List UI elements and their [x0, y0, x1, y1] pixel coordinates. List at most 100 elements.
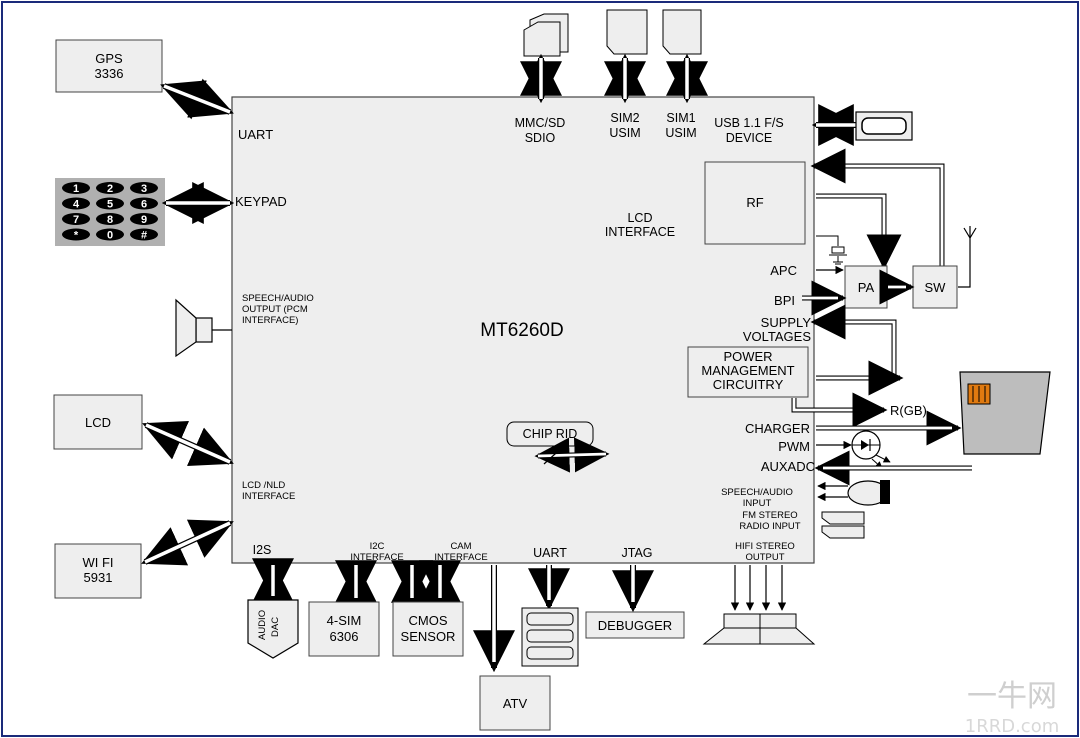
crystal-icon: [816, 235, 847, 265]
lcd-if-label-2: INTERFACE: [242, 491, 295, 502]
sim4-label-1: 4-SIM: [327, 613, 362, 628]
pmu-block: POWER MANAGEMENT CIRCUITRY: [687, 346, 809, 398]
sim2-label-1: SIM2: [610, 111, 639, 125]
cmos-arrows: [391, 560, 461, 603]
wifi-arrow: [141, 519, 234, 566]
sim1-label-1: SIM1: [666, 111, 695, 125]
atv-label: ATV: [503, 696, 528, 711]
keypad-key-label: 4: [73, 199, 80, 211]
supply-label-2: VOLTAGES: [743, 329, 811, 344]
speech-out-label-3: INTERFACE): [242, 315, 298, 326]
keypad-key-label: *: [74, 230, 79, 242]
i2s-label: I2S: [253, 543, 272, 557]
chip-rid-label: CHIP RID: [523, 427, 578, 441]
keypad-key: [130, 182, 158, 194]
pmu-label-3: CIRCUITRY: [713, 377, 784, 392]
keypad-key-label: 3: [141, 183, 147, 195]
keypad-key: [130, 213, 158, 225]
supply-loop: [810, 304, 904, 396]
sd-card-icon: [523, 13, 569, 57]
fm-connector-icon: [821, 511, 865, 539]
rf-block: RF: [704, 161, 806, 245]
pmu-label-2: MANAGEMENT: [701, 363, 794, 378]
speech-in-arrows: [817, 481, 848, 502]
pmu-label-1: POWER: [723, 349, 772, 364]
watermark-logo: 一牛网: [967, 679, 1057, 714]
keypad-label: KEYPAD: [235, 194, 287, 209]
keypad-key-label: #: [141, 230, 147, 242]
debugger-label: DEBUGGER: [598, 618, 672, 633]
keypad-key: [62, 228, 90, 241]
gps-label: GPS: [95, 51, 123, 66]
lcd-interface-label-2: INTERFACE: [605, 225, 675, 239]
keypad-key: [96, 213, 124, 225]
apc-label: APC: [770, 263, 797, 278]
speech-in-label-2: INPUT: [743, 498, 772, 509]
mmc-label-1: MMC/SD: [515, 116, 566, 130]
sw-block: SW: [912, 265, 958, 309]
pa-block: PA: [844, 265, 888, 309]
fm-label-2: RADIO INPUT: [739, 521, 800, 532]
supply-label-1: SUPPLY: [761, 315, 812, 330]
usb-label-2: DEVICE: [726, 131, 773, 145]
sim1-card-icon: [662, 9, 702, 55]
jtag-label: JTAG: [621, 546, 652, 560]
audio-dac-label-1: AUDIO: [257, 610, 268, 640]
keypad-key: [130, 197, 158, 210]
wifi-part: 5931: [84, 570, 113, 585]
lcd-if-label-1: LCD /NLD: [242, 480, 285, 491]
keypad-key: [62, 197, 90, 210]
lcd-label: LCD: [85, 415, 111, 430]
bpi-label: BPI: [774, 293, 795, 308]
speech-out-label-2: OUTPUT (PCM: [242, 304, 308, 315]
microphone-icon: [847, 480, 890, 506]
keypad-key: [96, 182, 124, 194]
wifi-block: WI FI 5931: [54, 543, 142, 599]
rgb-label: R(GB): [890, 403, 927, 418]
antenna-icon: [958, 226, 977, 288]
sim4-block: 4-SIM 6306: [308, 601, 380, 657]
i2c-label-2: INTERFACE: [350, 552, 403, 563]
chip-rid-block: CHIP RID: [506, 421, 594, 447]
keypad-key-label: 5: [107, 199, 113, 211]
rf-pa-lines: [810, 148, 945, 270]
fm-label-1: FM STEREO: [742, 510, 797, 521]
keypad-key-label: 2: [107, 183, 113, 195]
stereo-speakers-icon: [702, 613, 816, 645]
speaker-icon: [175, 298, 232, 358]
speech-in-label-1: SPEECH/AUDIO: [721, 487, 793, 498]
pa-label: PA: [858, 280, 875, 295]
uart-left-label: UART: [238, 127, 273, 142]
chip-name: MT6260D: [480, 320, 563, 341]
i2c-label-1: I2C: [370, 541, 385, 552]
gps-part: 3336: [95, 66, 124, 81]
keypad-key-label: 7: [73, 214, 79, 226]
sim2-card-icon: [606, 9, 648, 55]
pwm-label: PWM: [778, 439, 810, 454]
sw-label: SW: [925, 280, 947, 295]
chip-rid-arrow: [534, 437, 610, 473]
keypad-key-label: 6: [141, 199, 147, 211]
keypad-key: [130, 228, 158, 241]
cmos-block: CMOS SENSOR: [392, 601, 464, 657]
hifi-arrows: [730, 565, 787, 611]
usb-connector-icon: [855, 111, 913, 141]
sim4-label-2: 6306: [330, 629, 359, 644]
audio-dac-block: AUDIO DAC: [247, 599, 299, 659]
cam-label-1: CAM: [450, 541, 471, 552]
keypad-key: [96, 228, 124, 241]
pwm-led-icon: [816, 430, 891, 469]
debugger-block: DEBUGGER: [585, 611, 685, 639]
lcd-interface-label-1: LCD: [627, 211, 652, 225]
atv-block: ATV: [479, 675, 551, 731]
keypad-key: [96, 197, 124, 210]
auxadc-label: AUXADC: [761, 459, 815, 474]
wifi-label: WI FI: [82, 555, 113, 570]
usb-label-1: USB 1.1 F/S: [714, 116, 783, 130]
gps-uart-arrow: [160, 78, 234, 120]
battery-icon: [959, 371, 1051, 455]
sim1-label-2: USIM: [665, 126, 696, 140]
gps-block: GPS 3336: [55, 39, 163, 93]
hifi-label-2: OUTPUT: [745, 552, 784, 563]
